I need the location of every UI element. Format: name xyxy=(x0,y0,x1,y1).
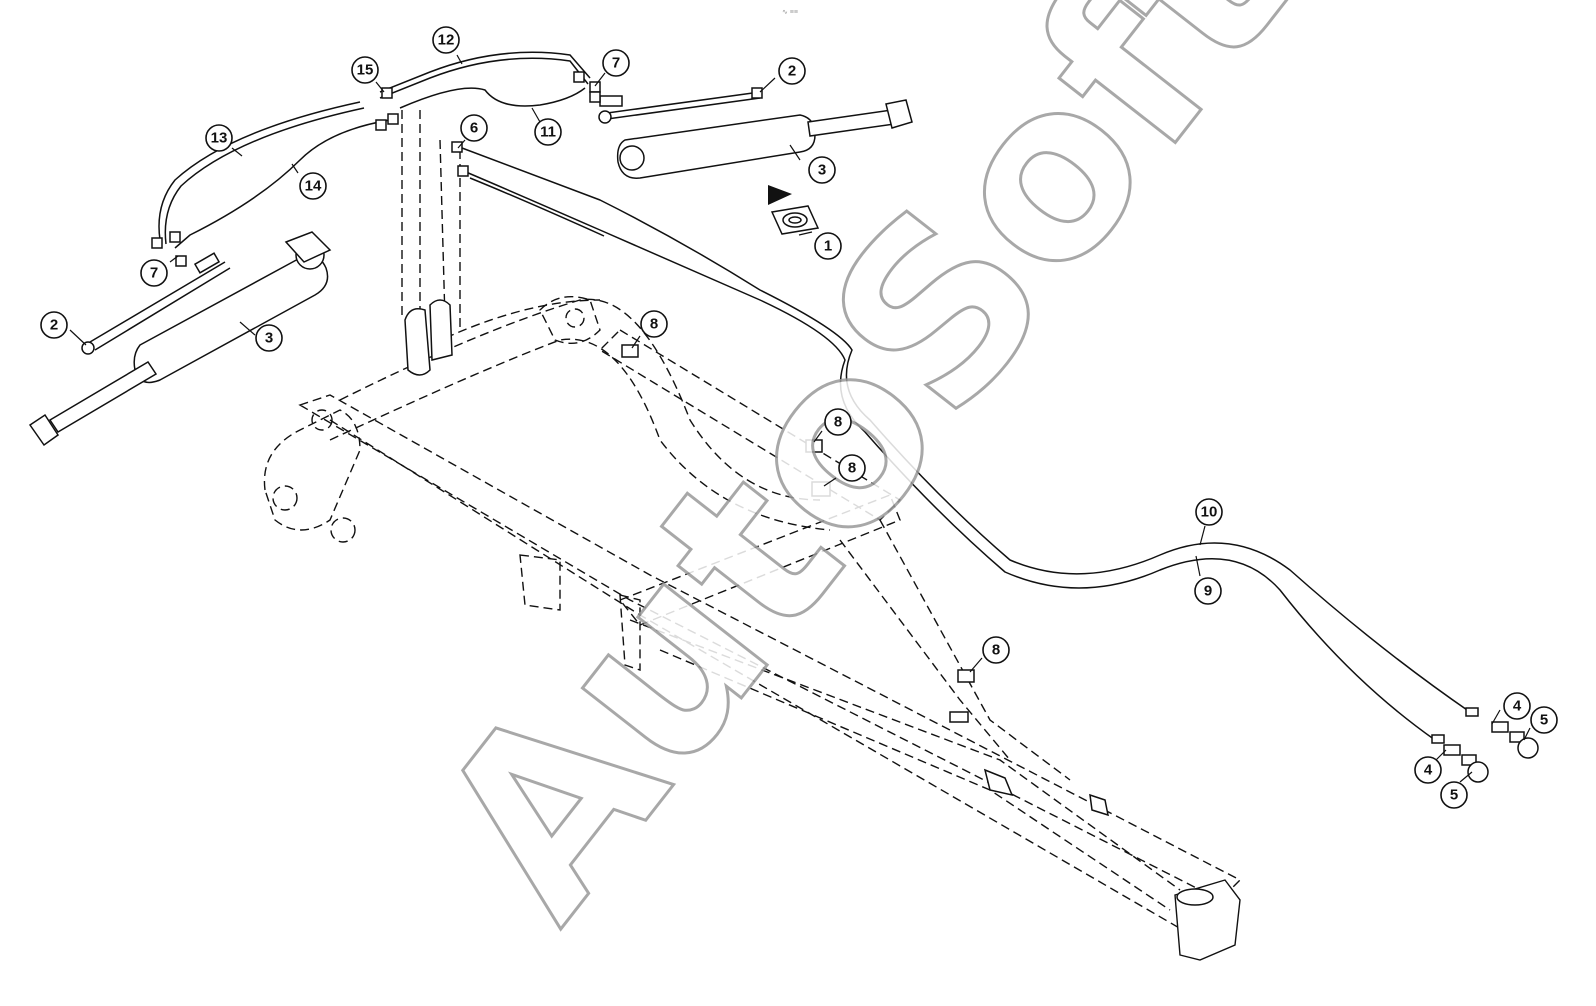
callout-6-label: 6 xyxy=(470,120,478,137)
callout-1: 1 xyxy=(814,232,842,260)
callout-2-left-label: 2 xyxy=(50,317,58,334)
callout-4-left-label: 4 xyxy=(1424,762,1433,779)
callout-2-left: 2 xyxy=(40,311,68,339)
callout-1-label: 1 xyxy=(824,238,832,255)
callout-2-right: 2 xyxy=(778,57,806,85)
callout-3-right-label: 3 xyxy=(818,162,826,179)
callout-12-label: 12 xyxy=(438,32,455,49)
callout-5-left-label: 5 xyxy=(1450,787,1458,804)
callout-6: 6 xyxy=(460,114,488,142)
callout-15-label: 15 xyxy=(357,62,374,79)
callout-9: 9 xyxy=(1194,577,1222,605)
callout-7-top: 7 xyxy=(602,49,630,77)
frame xyxy=(263,296,1242,961)
callout-7-top-label: 7 xyxy=(612,55,620,72)
callout-11-label: 11 xyxy=(540,124,556,141)
hydraulic-cylinder-left xyxy=(28,231,332,447)
callout-14-label: 14 xyxy=(305,178,322,195)
callout-15: 15 xyxy=(351,56,379,84)
watermark: AutoSoft xyxy=(384,0,1339,965)
callout-10-label: 10 xyxy=(1201,504,1218,521)
callout-9-label: 9 xyxy=(1204,583,1212,600)
callout-14: 14 xyxy=(299,172,327,200)
callout-10: 10 xyxy=(1195,498,1223,526)
callout-7-left: 7 xyxy=(140,259,168,287)
callout-2-right-label: 2 xyxy=(788,63,796,80)
callout-8-b-label: 8 xyxy=(834,414,842,431)
callout-11: 11 xyxy=(534,118,562,146)
callout-8-a: 8 xyxy=(640,310,668,338)
callout-8-c-label: 8 xyxy=(848,460,856,477)
leader-lines xyxy=(69,54,1531,783)
callout-8-c: 8 xyxy=(838,454,866,482)
callout-4-left: 4 xyxy=(1414,756,1442,784)
callout-13-label: 13 xyxy=(211,130,228,147)
callouts: 1 2 2 3 3 4 4 5 5 6 7 7 8 8 8 8 9 10 11 … xyxy=(40,26,1558,809)
top-mark: ∿ ≡≡ xyxy=(782,9,798,16)
callout-7-left-label: 7 xyxy=(150,265,158,282)
callout-8-b: 8 xyxy=(824,408,852,436)
callout-3-left: 3 xyxy=(255,324,283,352)
callout-4-right: 4 xyxy=(1503,692,1531,720)
callout-8-d-label: 8 xyxy=(992,642,1000,659)
callout-8-d: 8 xyxy=(982,636,1010,664)
callout-3-right: 3 xyxy=(808,156,836,184)
support-bracket xyxy=(401,110,461,376)
hydraulic-cylinder-right xyxy=(598,91,913,179)
fittings xyxy=(151,71,1539,783)
callout-3-left-label: 3 xyxy=(265,330,273,347)
callout-5-left: 5 xyxy=(1440,781,1468,809)
callout-8-a-label: 8 xyxy=(650,316,658,333)
callout-12: 12 xyxy=(432,26,460,54)
hoses xyxy=(158,51,1471,741)
callout-13: 13 xyxy=(205,124,233,152)
callout-5-right-label: 5 xyxy=(1540,712,1548,729)
seal-kit xyxy=(768,185,820,235)
callout-5-right: 5 xyxy=(1530,706,1558,734)
callout-4-right-label: 4 xyxy=(1513,698,1522,715)
